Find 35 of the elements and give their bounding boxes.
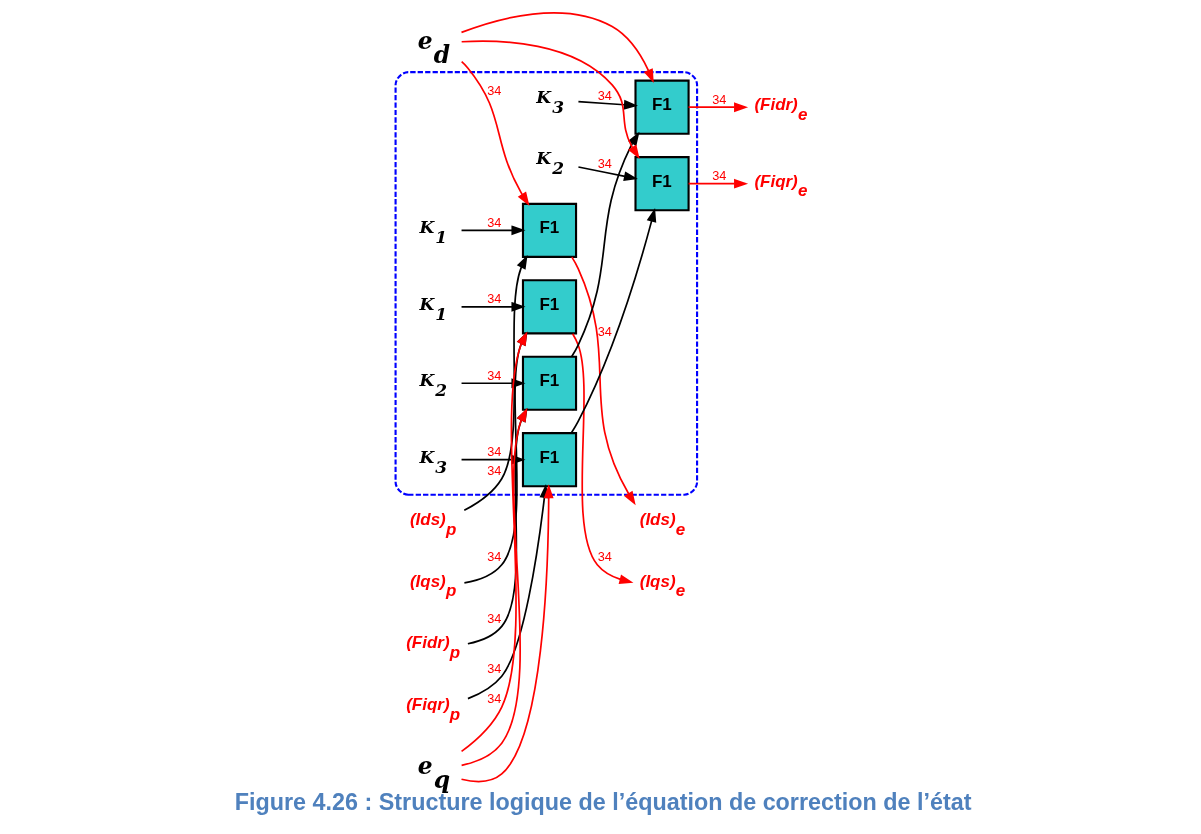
arrow bbox=[570, 207, 656, 434]
edge-label: 34 bbox=[486, 83, 501, 99]
edge-label: 34 bbox=[486, 291, 501, 307]
arrow bbox=[460, 301, 525, 312]
arrow bbox=[460, 12, 654, 84]
arrow bbox=[577, 99, 638, 110]
edge-label: 34 bbox=[486, 214, 501, 230]
node-box: F1 bbox=[521, 279, 577, 335]
arrow bbox=[460, 60, 529, 206]
node-box: F1 bbox=[521, 432, 577, 488]
edge-label: 34 bbox=[597, 324, 612, 340]
arrow bbox=[460, 225, 525, 236]
edge-label: 34 bbox=[486, 549, 501, 565]
node-box: F1 bbox=[633, 79, 690, 135]
arrow bbox=[687, 178, 748, 189]
edge-label: 34 bbox=[486, 367, 501, 383]
node-box: F1 bbox=[633, 156, 690, 212]
arrow bbox=[570, 131, 639, 358]
edge-label: 34 bbox=[486, 660, 501, 676]
arrow bbox=[460, 40, 640, 160]
edge-label: 34 bbox=[486, 444, 501, 460]
edge-label: 34 bbox=[486, 691, 501, 707]
arrow bbox=[570, 256, 636, 506]
edge-label: 34 bbox=[711, 168, 726, 184]
edge-label: 34 bbox=[597, 88, 612, 104]
arrow bbox=[571, 332, 633, 585]
edge-label: 34 bbox=[486, 463, 501, 479]
edge-label: 34 bbox=[597, 156, 612, 172]
arrow bbox=[687, 102, 748, 113]
edge-label: 34 bbox=[711, 91, 726, 107]
edge-label: 34 bbox=[486, 610, 501, 626]
arrow bbox=[577, 166, 638, 182]
node-box: F1 bbox=[521, 355, 577, 411]
node-box: F1 bbox=[521, 202, 577, 258]
edge-label: 34 bbox=[597, 549, 612, 565]
